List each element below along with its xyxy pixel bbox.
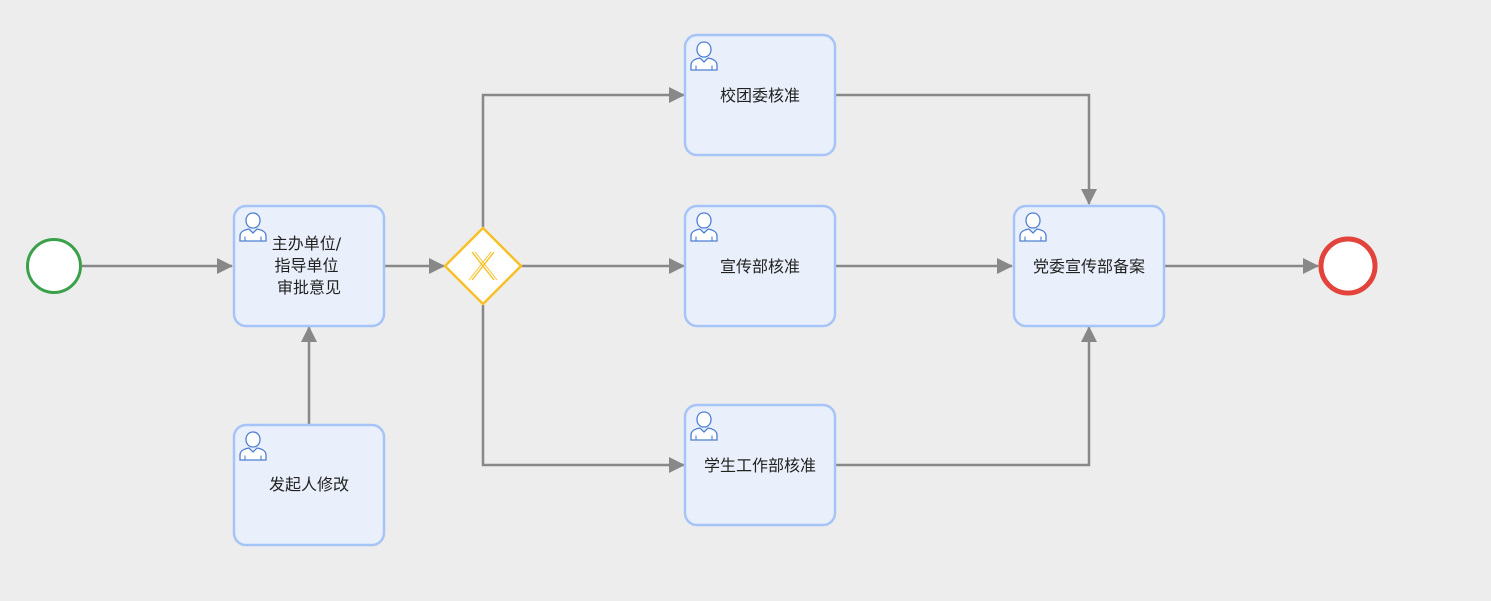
- exclusive-gateway[interactable]: [443, 226, 523, 306]
- task-organizer-approval[interactable]: 主办单位/ 指导单位 审批意见: [232, 204, 386, 328]
- task-box: [683, 33, 837, 157]
- task-label: 发起人修改: [269, 475, 349, 494]
- task-box: [1012, 204, 1166, 328]
- task-publicity-dept[interactable]: 宣传部核准: [683, 204, 837, 328]
- task-student-affairs[interactable]: 学生工作部核准: [683, 403, 837, 527]
- task-label: 学生工作部核准: [704, 456, 816, 475]
- task-youth-league[interactable]: 校团委核准: [683, 33, 837, 157]
- task-label: 主办单位/ 指导单位 审批意见: [272, 234, 347, 297]
- sequence-flows: [82, 87, 1319, 473]
- flow-student-affairs-to-party-filing[interactable]: [836, 326, 1097, 467]
- flow-youth-league-to-party-filing[interactable]: [836, 93, 1097, 205]
- task-party-publicity-filing[interactable]: 党委宣传部备案: [1012, 204, 1166, 328]
- task-label-line: 指导单位: [274, 256, 338, 275]
- task-box: [232, 204, 386, 328]
- flow-gateway-to-student-affairs[interactable]: [481, 305, 685, 473]
- flow-gateway-to-youth-league[interactable]: [481, 87, 685, 227]
- task-label-line: 审批意见: [277, 278, 341, 297]
- task-label: 宣传部核准: [720, 257, 800, 276]
- task-box: [232, 423, 386, 547]
- task-label: 党委宣传部备案: [1033, 257, 1145, 276]
- task-initiator-edit[interactable]: 发起人修改: [232, 423, 386, 547]
- task-box: [683, 204, 837, 328]
- task-label: 校团委核准: [720, 86, 800, 105]
- start-event[interactable]: [26, 238, 82, 294]
- end-event[interactable]: [1318, 236, 1378, 296]
- task-label-line: 主办单位/: [272, 234, 342, 253]
- task-box: [683, 403, 837, 527]
- gateway-x-icon: [468, 251, 498, 281]
